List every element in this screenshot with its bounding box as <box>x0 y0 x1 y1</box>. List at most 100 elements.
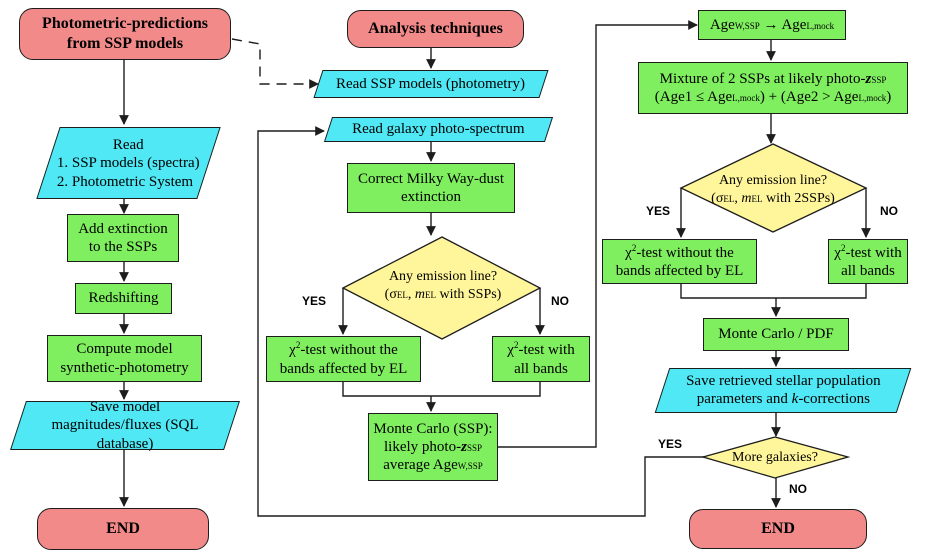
chi-symbol-right: χ <box>625 244 632 261</box>
middle-readgalaxy-node: Read galaxy photo-spectrum <box>323 117 554 142</box>
middle-chi-without-text: χ2-test without the bands affected by EL <box>279 340 408 377</box>
right-more-no-label: NO <box>789 482 807 496</box>
middle-yes-label: YES <box>302 294 327 308</box>
m-symbol-right: m <box>741 190 752 206</box>
right-end-node: END <box>689 509 867 549</box>
age-sub1: W,SSP <box>734 20 760 31</box>
left-end-label: END <box>106 520 140 538</box>
left-redshift-label: Redshifting <box>88 290 159 307</box>
right-age-node: AgeW,SSP → AgeL,mock <box>698 10 846 40</box>
right-pdf-label: Monte Carlo / PDF <box>718 326 834 343</box>
sigma-sub: EL <box>396 289 408 300</box>
mixture-z: z <box>865 70 872 87</box>
right-mixture-node: Mixture of 2 SSPs at likely photo-zSSP (… <box>638 62 908 114</box>
right-decision-line1: Any emission line? <box>718 173 828 188</box>
right-decision-line2: (σEL, mEL with 2SSPs) <box>711 190 835 206</box>
left-save-label: Save model magnitudes/fluxes (SQL databa… <box>51 399 199 452</box>
left-start-node: Photometric-predictions from SSP models <box>19 8 231 60</box>
left-compute-node: Compute model synthetic-photometry <box>47 335 202 382</box>
right-decision-text: Any emission line? (σEL, mEL with 2SSPs) <box>693 172 853 207</box>
mixture-sub-2: L,mock <box>858 93 887 103</box>
age-label-2: Age <box>781 16 807 33</box>
link-to-age <box>498 20 698 448</box>
right-save-line2b: -corrections <box>797 391 870 408</box>
right-mixture-text: Mixture of 2 SSPs at likely photo-zSSP (… <box>654 70 892 105</box>
sigma-sub-right: EL <box>723 193 735 204</box>
decision-diamond-more <box>700 436 851 479</box>
decision-diamond-right <box>679 143 868 233</box>
middle-montecarlo-node: Monte Carlo (SSP): likely photo-zSSP ave… <box>368 413 498 481</box>
m-sub: EL <box>424 289 436 300</box>
right-chi-without-line2: bands affected by EL <box>615 263 744 279</box>
middle-chi-with-node: χ2-test with all bands <box>492 336 590 382</box>
right-chi-without-text: χ2-test without the bands affected by EL <box>615 242 744 279</box>
middle-decision-line1: Any emission line? <box>388 269 498 284</box>
left-read-title: Read <box>113 136 144 153</box>
right-chi-with-node: χ2-test with all bands <box>828 239 908 284</box>
left-extinction-label: Add extinction to the SSPs <box>78 220 168 255</box>
sigma-symbol-right: σ <box>715 190 724 206</box>
right-no-label: NO <box>880 204 898 218</box>
right-more-label: More galaxies? <box>732 450 818 465</box>
mixture-z-sub: SSP <box>871 74 887 85</box>
right-pdf-node: Monte Carlo / PDF <box>703 318 849 351</box>
dashed-link <box>231 38 319 89</box>
age-sub2: L,mock <box>806 20 835 31</box>
montecarlo-line3: average Age <box>383 457 458 474</box>
right-save-text: Save retrieved stellar population parame… <box>686 372 881 409</box>
chi-without-line1: -test without the <box>300 342 398 359</box>
right-save-k: k <box>791 391 798 408</box>
montecarlo-z-sub: SSP <box>466 442 482 453</box>
right-end-label: END <box>761 520 795 538</box>
montecarlo-line1: Monte Carlo (SSP): <box>373 420 493 437</box>
middle-decision-line2: (σEL, mEL with SSPs) <box>384 286 502 302</box>
right-save-line2a: parameters and <box>696 391 792 408</box>
right-merge <box>680 284 867 299</box>
middle-correct-node: Correct Milky Way-dust extinction <box>347 163 515 213</box>
left-compute-label: Compute model synthetic-photometry <box>60 341 189 376</box>
m-symbol: m <box>414 286 425 302</box>
right-save-node: Save retrieved stellar population parame… <box>654 368 912 413</box>
right-chi-with-text: χ2-test with all bands <box>834 242 902 279</box>
m-sub-right: EL <box>751 193 763 204</box>
right-more-yes-label: YES <box>658 437 683 451</box>
left-read-item-1: 1. SSP models (spectra) <box>57 154 200 171</box>
chi-with-line2: all bands <box>514 360 568 377</box>
right-yes-label: YES <box>646 204 671 218</box>
mixture-sub-1: L,mock <box>732 93 760 103</box>
right-chi-with-line1: -test with <box>845 244 902 261</box>
montecarlo-z: z <box>461 438 467 455</box>
chi-with-line1: -test with <box>518 342 575 359</box>
middle-start-label: Analysis techniques <box>368 20 503 38</box>
sigma-symbol: σ <box>389 286 397 302</box>
middle-decision-text: Any emission line? (σEL, mEL with SSPs) <box>363 268 523 303</box>
middle-correct-label: Correct Milky Way-dust extinction <box>358 170 504 205</box>
right-save-line1: Save retrieved stellar population <box>685 373 881 390</box>
middle-start-node: Analysis techniques <box>347 10 524 48</box>
montecarlo-line2: likely photo- <box>384 438 462 455</box>
middle-readssp-node: Read SSP models (photometry) <box>313 70 549 98</box>
left-start-label: Photometric-predictions from SSP models <box>42 15 208 52</box>
mixture-line2b: ) + (Age2 > Age <box>759 89 859 105</box>
left-end-node: END <box>37 508 209 550</box>
mixture-line2a: (Age1 ≤ Age <box>654 89 733 105</box>
decision-suffix-right: with 2SSPs) <box>765 190 835 206</box>
right-chi-without-line1: -test without the <box>636 244 734 261</box>
middle-no-label: NO <box>551 294 569 308</box>
right-chi-without-node: χ2-test without the bands affected by EL <box>602 239 757 284</box>
montecarlo-age-sub: W,SSP <box>457 461 483 472</box>
loop-back <box>257 126 704 517</box>
right-chi-with-line2: all bands <box>841 263 895 279</box>
middle-chi-without-node: χ2-test without the bands affected by EL <box>266 336 421 382</box>
chi-symbol-right-2: χ <box>834 244 841 261</box>
left-read-text: Read 1. SSP models (spectra) 2. Photomet… <box>57 136 200 191</box>
left-redshift-node: Redshifting <box>75 283 172 314</box>
left-read-node: Read 1. SSP models (spectra) 2. Photomet… <box>36 127 221 199</box>
age-arrow: → <box>763 16 779 33</box>
middle-readssp-label: Read SSP models (photometry) <box>336 75 526 92</box>
chi-symbol: χ <box>507 342 514 359</box>
middle-chi-with-text: χ2-test with all bands <box>507 340 575 377</box>
mixture-line1: Mixture of 2 SSPs at likely photo- <box>659 70 866 87</box>
left-save-node: Save model magnitudes/fluxes (SQL databa… <box>10 399 240 452</box>
